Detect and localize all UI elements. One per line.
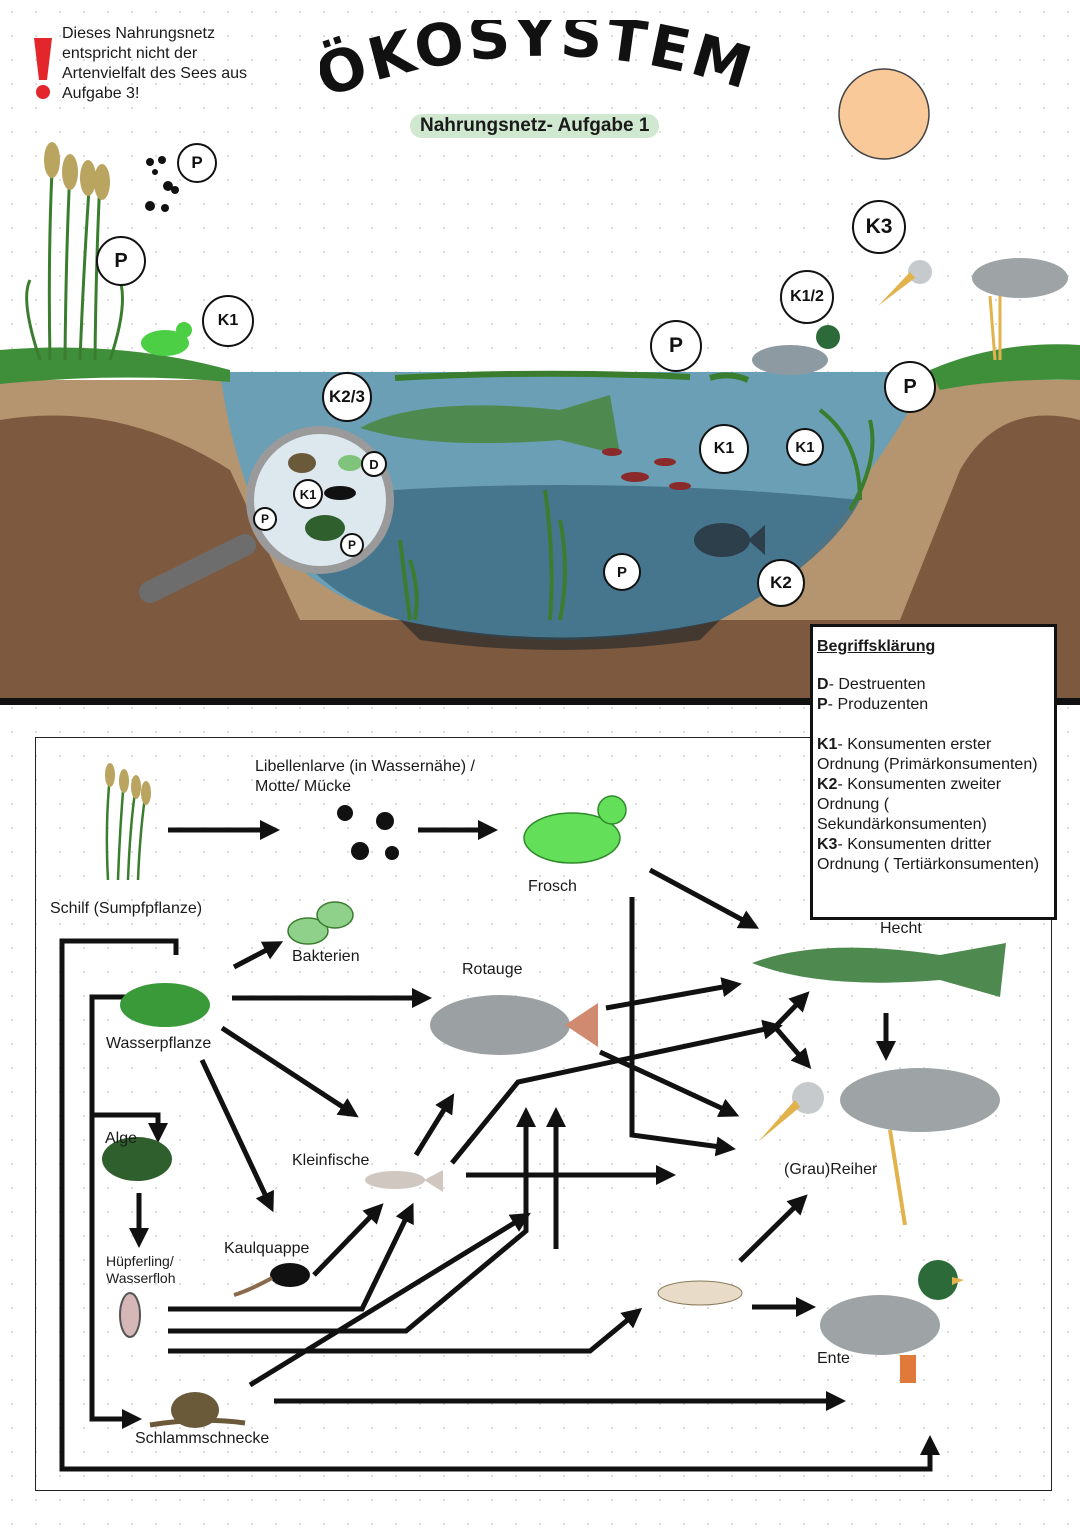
label-huepferling-line2: Wasserfloh xyxy=(106,1270,176,1287)
label-libelle-line2: Motte/ Mücke xyxy=(255,777,351,797)
label-huepferling-line1: Hüpferling/ xyxy=(106,1253,174,1270)
legend-row-p: P- Produzenten xyxy=(817,695,1052,715)
legend-box: Begriffsklärung D- Destruenten P- Produz… xyxy=(810,624,1057,920)
label-kleinfische: Kleinfische xyxy=(292,1151,369,1171)
badge-p-shore: P xyxy=(884,361,936,413)
badge-k1-small-fish: K1 xyxy=(699,424,749,474)
schilf-heads xyxy=(105,763,151,805)
badge-p-surface: P xyxy=(650,320,702,372)
reiher-illustration xyxy=(758,1068,1000,1225)
label-bakterien: Bakterien xyxy=(292,947,360,967)
frog-illustration xyxy=(524,796,626,863)
legend-title: Begriffsklärung xyxy=(817,637,1052,657)
bakterien-illustration xyxy=(288,902,353,944)
food-web-arrows xyxy=(62,830,930,1469)
badge-p-insects: P xyxy=(177,143,217,183)
label-kaulquappe: Kaulquappe xyxy=(224,1239,309,1259)
left-bank-grass xyxy=(0,348,230,385)
larve-illustration xyxy=(658,1281,742,1305)
lake-scene xyxy=(0,0,1080,705)
kaulquappe-illustration xyxy=(234,1263,310,1295)
kleinfisch-illustration xyxy=(365,1170,443,1192)
badge-k1-larva: K1 xyxy=(786,428,824,466)
badge-k2-3-pike: K2/3 xyxy=(322,372,372,422)
label-ente: Ente xyxy=(817,1349,850,1369)
label-schlammschnecke: Schlammschnecke xyxy=(135,1429,269,1449)
huepferling-illustration xyxy=(120,1293,140,1337)
badge-k2-roach: K2 xyxy=(757,559,805,607)
badge-k1-2-duck: K1/2 xyxy=(780,270,834,324)
frog xyxy=(141,322,192,356)
rotauge-illustration xyxy=(430,995,598,1055)
heron xyxy=(878,258,1068,360)
label-rotauge: Rotauge xyxy=(462,960,523,980)
legend-row-k3: K3- Konsumenten dritter Ordnung ( Tertiä… xyxy=(817,835,1052,875)
duck xyxy=(752,325,840,375)
insects xyxy=(145,156,179,212)
label-hecht: Hecht xyxy=(880,919,922,939)
badge-p-reed: P xyxy=(96,236,146,286)
insects-illustration xyxy=(337,805,399,860)
label-libelle-line1: Libellenlarve (in Wassernähe) / xyxy=(255,757,475,777)
wasserpflanze-illustration xyxy=(120,983,210,1027)
badge-k1-lens: K1 xyxy=(293,479,323,509)
label-wasserpflanze: Wasserpflanze xyxy=(106,1034,211,1054)
schlammschnecke-illustration xyxy=(150,1392,245,1428)
badge-k3-heron: K3 xyxy=(852,200,906,254)
badge-p-lens-left: P xyxy=(253,507,277,531)
label-reiher: (Grau)Reiher xyxy=(784,1160,877,1180)
badge-p-water-plant: P xyxy=(603,553,641,591)
legend-row-k2: K2- Konsumenten zweiter Ordnung ( Sekund… xyxy=(817,775,1052,835)
label-schilf: Schilf (Sumpfpflanze) xyxy=(50,899,202,919)
badge-k1-frog: K1 xyxy=(202,295,254,347)
legend-row-d: D- Destruenten xyxy=(817,675,1052,695)
label-alge: Alge xyxy=(105,1129,137,1149)
badge-d-bacteria: D xyxy=(361,451,387,477)
sun xyxy=(839,69,929,159)
label-frosch: Frosch xyxy=(528,877,577,897)
badge-p-lens-right: P xyxy=(340,533,364,557)
pike-illustration xyxy=(752,943,1006,997)
legend-row-k1: K1- Konsumenten erster Ordnung (Primärko… xyxy=(817,735,1052,775)
